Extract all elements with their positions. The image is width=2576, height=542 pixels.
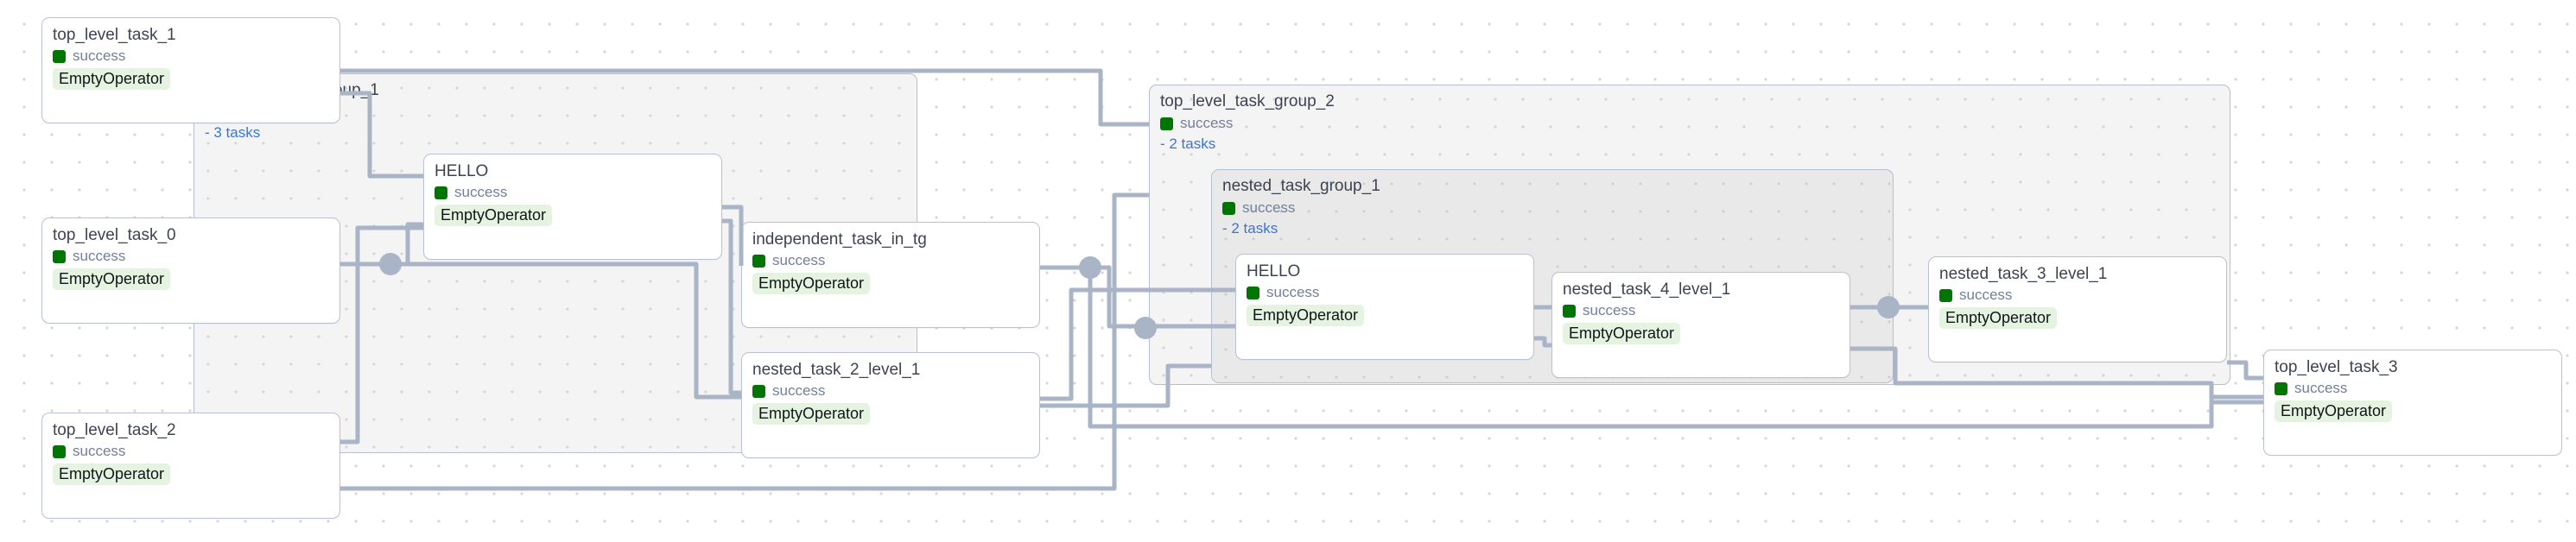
task-group-status: success — [1222, 199, 1882, 217]
task-node-status-label: success — [73, 443, 126, 459]
operator-badge: EmptyOperator — [752, 273, 871, 294]
task-node-status: success — [1247, 284, 1523, 301]
status-square-icon — [435, 186, 447, 199]
task-node-status: success — [53, 47, 329, 65]
task-node-status-label: success — [1959, 287, 2013, 303]
task-node-status-label: success — [73, 248, 126, 264]
task-node-status: success — [53, 443, 329, 460]
task-group-header: top_level_task_group_2 success - 2 tasks — [1150, 85, 2230, 154]
operator-badge: EmptyOperator — [752, 403, 871, 425]
status-square-icon — [53, 49, 66, 63]
task-node-status-label: success — [1583, 302, 1636, 318]
task-node-nested_task_4_level_1[interactable]: nested_task_4_level_1 success EmptyOpera… — [1551, 272, 1850, 378]
task-node-status-label: success — [454, 184, 508, 200]
task-group-header: nested_task_group_1 success - 2 tasks — [1212, 170, 1893, 238]
task-node-title: nested_task_3_level_1 — [1939, 265, 2108, 283]
task-node-status: success — [435, 184, 711, 201]
task-node-nested_task_3_level_1[interactable]: nested_task_3_level_1 success EmptyOpera… — [1928, 256, 2227, 362]
task-group-status-label: success — [1242, 199, 1296, 216]
task-node-status-label: success — [73, 47, 126, 64]
task-node-title: nested_task_4_level_1 — [1563, 280, 1731, 299]
task-node-status: success — [1563, 302, 1839, 319]
operator-badge: EmptyOperator — [2275, 400, 2393, 422]
task-node-status-label: success — [2294, 380, 2348, 396]
operator-badge: EmptyOperator — [1247, 305, 1365, 326]
task-node-title: HELLO — [1247, 262, 1301, 280]
status-square-icon — [2275, 381, 2287, 395]
status-square-icon — [752, 254, 765, 268]
status-square-icon — [1222, 201, 1235, 215]
task-node-top_level_task_2[interactable]: top_level_task_2 success EmptyOperator — [41, 413, 340, 519]
task-node-independent_task_in_tg[interactable]: independent_task_in_tg success EmptyOper… — [741, 222, 1040, 328]
task-group-title: top_level_task_group_2 — [1160, 92, 1335, 110]
task-node-title: nested_task_2_level_1 — [752, 361, 921, 379]
task-node-hello-in-nested-group-1[interactable]: HELLO success EmptyOperator — [1235, 254, 1534, 360]
task-group-expand-link[interactable]: - 3 tasks — [205, 124, 261, 141]
operator-badge: EmptyOperator — [435, 205, 553, 226]
task-group-status: success — [1160, 115, 2219, 132]
task-node-status: success — [752, 382, 1029, 400]
task-node-top_level_task_3[interactable]: top_level_task_3 success EmptyOperator — [2263, 350, 2562, 456]
operator-badge: EmptyOperator — [53, 463, 171, 485]
status-square-icon — [53, 444, 66, 458]
operator-badge: EmptyOperator — [1563, 323, 1681, 344]
task-node-title: top_level_task_2 — [53, 421, 176, 439]
status-square-icon — [1563, 304, 1576, 318]
status-square-icon — [1939, 288, 1952, 302]
task-group-status-label: success — [1180, 115, 1234, 131]
task-node-top_level_task_0[interactable]: top_level_task_0 success EmptyOperator — [41, 217, 340, 324]
task-node-status: success — [53, 248, 329, 265]
edge-nested_task_3_level_1-to-top_level_task_3 — [2227, 360, 2263, 381]
task-node-status: success — [2275, 380, 2551, 397]
task-node-status: success — [1939, 287, 2216, 304]
task-group-expand-link[interactable]: - 2 tasks — [1222, 220, 1278, 236]
task-node-hello-in-group-1[interactable]: HELLO success EmptyOperator — [423, 154, 722, 260]
operator-badge: EmptyOperator — [53, 268, 171, 290]
status-square-icon — [53, 249, 66, 263]
task-node-top_level_task_1[interactable]: top_level_task_1 success EmptyOperator — [41, 17, 340, 123]
task-group-title: nested_task_group_1 — [1222, 177, 1380, 195]
status-square-icon — [1247, 286, 1259, 299]
task-node-status: success — [752, 252, 1029, 269]
task-node-status-label: success — [1266, 284, 1320, 300]
task-node-title: HELLO — [435, 162, 489, 180]
task-node-title: top_level_task_3 — [2275, 358, 2398, 376]
task-node-status-label: success — [772, 252, 826, 268]
operator-badge: EmptyOperator — [1939, 307, 2058, 329]
task-group-expand-link[interactable]: - 2 tasks — [1160, 136, 1216, 152]
edge-junction-dot — [1079, 256, 1101, 279]
operator-badge: EmptyOperator — [53, 68, 171, 90]
task-node-title: top_level_task_0 — [53, 226, 176, 244]
status-square-icon — [752, 384, 765, 398]
task-node-title: top_level_task_1 — [53, 26, 176, 44]
task-node-nested_task_2_level_1[interactable]: nested_task_2_level_1 success EmptyOpera… — [741, 352, 1040, 458]
task-node-status-label: success — [772, 382, 826, 399]
task-node-title: independent_task_in_tg — [752, 230, 927, 249]
status-square-icon — [1160, 117, 1173, 130]
